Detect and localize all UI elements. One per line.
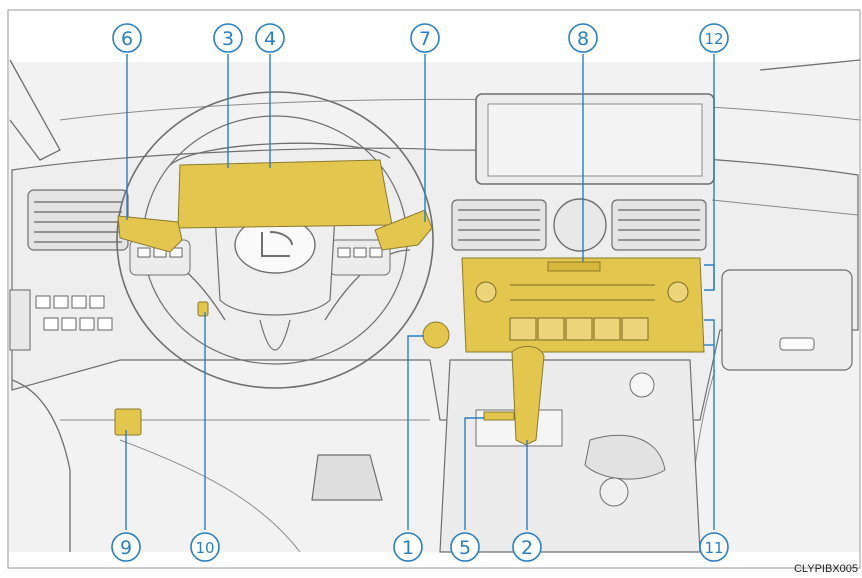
callout-4: 4	[255, 23, 285, 53]
center-display	[475, 93, 715, 185]
callout-2-label: 2	[521, 537, 533, 559]
callout-5: 5	[450, 532, 480, 562]
callout-7: 7	[410, 23, 440, 53]
callout-3-label: 3	[222, 28, 234, 50]
callout-7-label: 7	[419, 28, 431, 50]
callout-11-label: 11	[704, 539, 723, 557]
callout-6: 6	[112, 23, 142, 53]
leader-lines	[125, 54, 715, 530]
windshield-edge	[59, 98, 861, 121]
console-knob	[629, 372, 655, 398]
windshield-pillar-left	[9, 59, 61, 161]
center-console	[439, 359, 701, 553]
left-door-panel	[11, 379, 71, 552]
accelerator-pedal	[311, 454, 383, 501]
hood-release-lever-highlight	[114, 408, 142, 436]
callout-8-label: 8	[577, 28, 589, 50]
callout-9: 9	[111, 532, 141, 562]
callout-1: 1	[393, 532, 423, 562]
center-panel-details	[475, 261, 689, 341]
callout-5-label: 5	[459, 537, 471, 559]
analog-clock	[553, 198, 607, 252]
callout-8: 8	[568, 23, 598, 53]
windshield-pillar-right	[759, 59, 861, 71]
callout-11: 11	[699, 532, 729, 562]
glove-box	[721, 269, 853, 371]
figure-code: CLYPIBX005	[794, 563, 858, 575]
glove-box-handle	[779, 337, 815, 351]
right-lever-highlight	[374, 209, 433, 251]
tilt-lever-highlight	[197, 301, 209, 317]
footwell-line	[119, 439, 301, 553]
center-left-vent	[451, 199, 547, 251]
console-switch-highlight	[483, 411, 515, 421]
shift-lever-highlight	[511, 346, 545, 446]
left-air-vent	[27, 189, 129, 251]
right-dash-line	[711, 199, 859, 216]
callout-10-label: 10	[195, 539, 214, 557]
callout-2: 2	[512, 532, 542, 562]
steering-wheel	[116, 91, 434, 389]
left-lever-highlight	[117, 215, 183, 253]
remote-touch	[599, 477, 629, 507]
callout-12: 12	[699, 23, 729, 53]
callout-6-label: 6	[121, 28, 133, 50]
engine-switch-highlight	[422, 321, 450, 349]
callout-4-label: 4	[264, 28, 276, 50]
instrument-hood	[169, 142, 391, 166]
callout-10: 10	[190, 532, 220, 562]
cup-holder	[584, 434, 666, 480]
center-right-vent	[611, 199, 707, 251]
callout-9-label: 9	[120, 537, 132, 559]
callout-1-label: 1	[402, 537, 414, 559]
callout-12-label: 12	[704, 30, 723, 48]
callout-3: 3	[213, 23, 243, 53]
left-switch-panel	[9, 289, 113, 351]
instrument-cluster-highlight	[177, 159, 393, 229]
